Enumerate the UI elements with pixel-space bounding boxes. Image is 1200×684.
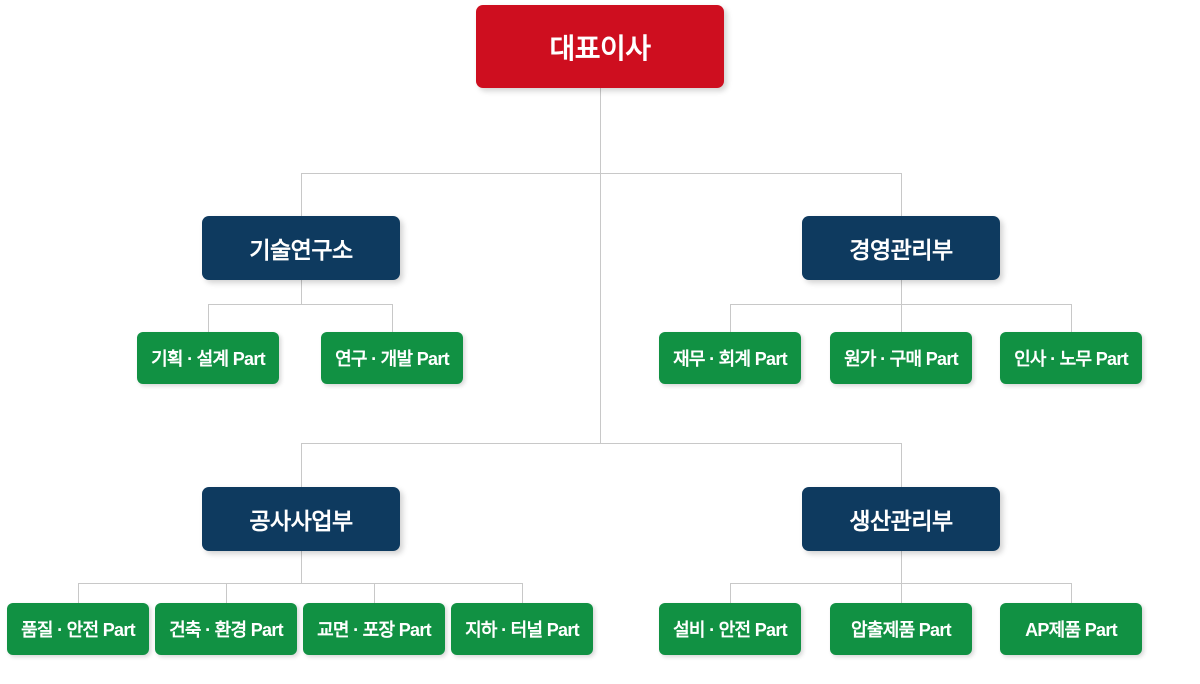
connector-line xyxy=(78,583,79,603)
org-node-dept-construction: 공사사업부 xyxy=(202,487,400,551)
connector-line xyxy=(392,304,393,332)
connector-line xyxy=(730,304,731,332)
org-node-part-planning-design: 기획 · 설계 Part xyxy=(137,332,279,384)
org-node-part-facility-safety: 설비 · 안전 Part xyxy=(659,603,801,655)
connector-line xyxy=(208,304,209,332)
connector-line xyxy=(301,443,901,444)
org-node-dept-management: 경영관리부 xyxy=(802,216,1000,280)
connector-line xyxy=(901,280,902,304)
connector-line xyxy=(901,551,902,583)
connector-line xyxy=(600,173,601,443)
connector-line xyxy=(600,88,601,173)
org-node-part-extrusion-products: 압출제품 Part xyxy=(830,603,972,655)
connector-line xyxy=(901,173,902,216)
connector-line xyxy=(301,173,302,216)
org-node-part-ap-products: AP제품 Part xyxy=(1000,603,1142,655)
org-node-part-cost-purchasing: 원가 · 구매 Part xyxy=(830,332,972,384)
connector-line xyxy=(1071,304,1072,332)
connector-line xyxy=(901,583,902,603)
org-node-ceo: 대표이사 xyxy=(476,5,724,88)
connector-line xyxy=(730,583,731,603)
connector-line xyxy=(226,583,227,603)
org-node-dept-tech-research: 기술연구소 xyxy=(202,216,400,280)
org-node-part-research-development: 연구 · 개발 Part xyxy=(321,332,463,384)
org-node-part-bridge-paving: 교면 · 포장 Part xyxy=(303,603,445,655)
connector-line xyxy=(522,583,523,603)
org-node-part-underground-tunnel: 지하 · 터널 Part xyxy=(451,603,593,655)
connector-line xyxy=(301,280,302,304)
connector-line xyxy=(901,304,902,332)
connector-line xyxy=(1071,583,1072,603)
org-node-part-hr-labor: 인사 · 노무 Part xyxy=(1000,332,1142,384)
org-node-dept-production: 생산관리부 xyxy=(802,487,1000,551)
org-node-part-quality-safety: 품질 · 안전 Part xyxy=(7,603,149,655)
connector-line xyxy=(301,443,302,487)
connector-line xyxy=(301,551,302,583)
connector-line xyxy=(301,173,901,174)
org-node-part-finance-accounting: 재무 · 회계 Part xyxy=(659,332,801,384)
org-node-part-architecture-environment: 건축 · 환경 Part xyxy=(155,603,297,655)
connector-line xyxy=(208,304,393,305)
connector-line xyxy=(374,583,375,603)
connector-line xyxy=(78,583,523,584)
connector-line xyxy=(901,443,902,487)
